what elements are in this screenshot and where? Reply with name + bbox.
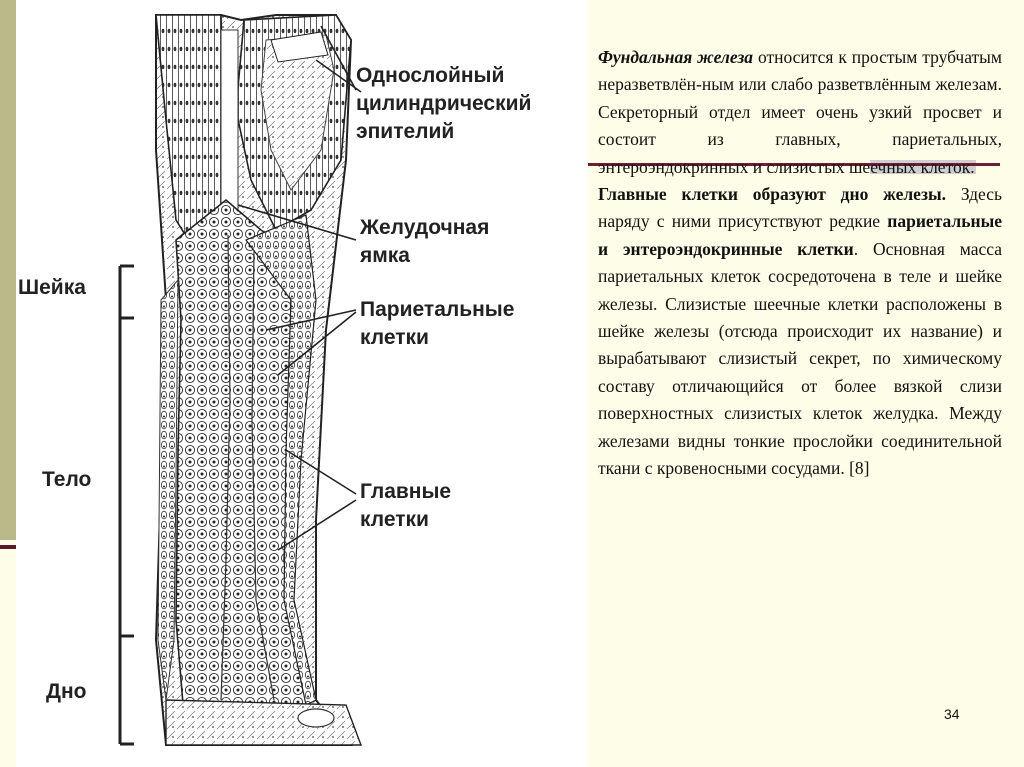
label-neck: Шейка: [18, 276, 86, 299]
label-bottom: Дно: [46, 680, 87, 703]
maroon-side-line: [0, 545, 20, 549]
label-chief-line2: клетки: [360, 508, 429, 531]
accent-rule: [588, 163, 1000, 166]
label-epithelium-line1: Однослойный: [356, 64, 505, 87]
label-epithelium-line3: эпителий: [356, 120, 455, 143]
label-epithelium: Однослойный цилиндрический эпителий: [356, 62, 531, 146]
label-pit-line1: Желудочная: [360, 216, 490, 239]
olive-side-strip: [0, 0, 16, 540]
gland-figure: Однослойный цилиндрический эпителий Желу…: [16, 0, 588, 767]
label-pit-line2: ямка: [360, 244, 410, 267]
region-bracket: [118, 264, 134, 746]
label-parietal-line2: клетки: [360, 326, 429, 349]
term-fundic-gland: Фундальная железа: [598, 47, 754, 67]
paragraph1-text: относится к простым трубчатым неразветвл…: [598, 47, 1003, 177]
term-parietal-enteroendocrine: париетальные и энтероэндокринные клетки: [598, 211, 1002, 259]
description-text: Фундальная железа относится к простым тр…: [598, 44, 1002, 483]
fundic-gland-drawing: [118, 14, 363, 746]
paragraph-fundic-gland: Фундальная железа относится к простым тр…: [598, 44, 1002, 181]
paragraph-chief-cells: Главные клетки образуют дно железы. Здес…: [598, 181, 1002, 482]
page-number: 34: [944, 706, 960, 722]
paragraph2-text-b: . Основная масса париетальных клеток сос…: [598, 238, 1003, 479]
label-chief-cells: Главные клетки: [360, 478, 451, 534]
lead-chief-cells: Главные клетки образуют дно железы.: [598, 184, 947, 205]
label-body: Тело: [42, 468, 92, 491]
label-chief-line1: Главные: [360, 480, 452, 503]
label-parietal-line1: Париетальные: [360, 298, 515, 321]
label-gastric-pit: Желудочная ямка: [360, 214, 489, 270]
paragraph2-text-a: Здесь наряду с ними присутствуют редкие: [598, 184, 1002, 232]
label-epithelium-line2: цилиндрический: [356, 92, 532, 115]
label-parietal-cells: Париетальные клетки: [360, 296, 514, 352]
label-leader-lines: [237, 25, 362, 551]
